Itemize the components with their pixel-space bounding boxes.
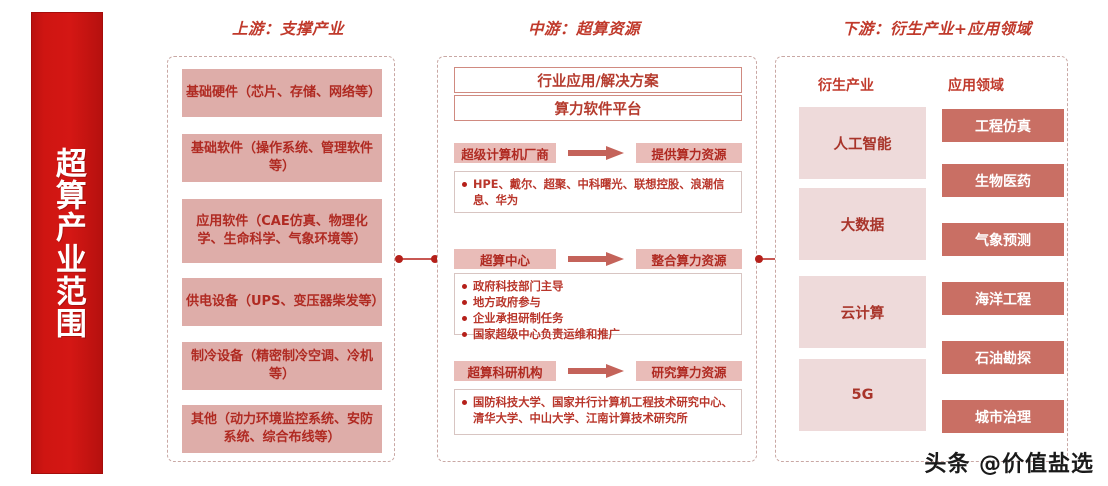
note-item: HPE、戴尔、超聚、中科曙光、联想控股、浪潮信息、华为 [462, 177, 734, 209]
subheader-application-fields: 应用领域 [948, 78, 1004, 94]
banner-title: 超算产业范围 [49, 147, 86, 339]
flow-notes-vendors: HPE、戴尔、超聚、中科曙光、联想控股、浪潮信息、华为 [454, 171, 742, 213]
stage-midstream: 行业应用/解决方案 算力软件平台 超级计算机厂商 提供算力资源 HPE、戴尔、超… [437, 56, 757, 462]
stage-downstream: 衍生产业 应用领域 人工智能 大数据 云计算 5G 工程仿真 生物医药 气象预测… [775, 56, 1068, 462]
upstream-item-cooling[interactable]: 制冷设备（精密制冷空调、冷机等） [182, 342, 382, 390]
upstream-item-basic-software[interactable]: 基础软件（操作系统、管理软件等） [182, 134, 382, 182]
header-downstream: 下游：衍生产业+应用领域 [842, 20, 1032, 38]
header-upstream: 上游：支撑产业 [232, 20, 345, 38]
application-item-urban-governance[interactable]: 城市治理 [942, 400, 1064, 433]
flow-source-research[interactable]: 超算科研机构 [454, 361, 556, 381]
midstream-box-industry-solution[interactable]: 行业应用/解决方案 [454, 67, 742, 93]
flow-target-centers[interactable]: 整合算力资源 [636, 249, 742, 269]
note-item: 企业承担研制任务 [462, 311, 734, 327]
flow-source-centers[interactable]: 超算中心 [454, 249, 556, 269]
subheader-derivative-industries: 衍生产业 [818, 78, 874, 94]
stage-upstream: 基础硬件（芯片、存储、网络等） 基础软件（操作系统、管理软件等） 应用软件（CA… [167, 56, 395, 462]
flow-source-vendors[interactable]: 超级计算机厂商 [454, 143, 556, 163]
arrow-right-icon [568, 252, 624, 266]
derivative-item-ai[interactable]: 人工智能 [799, 107, 926, 179]
flow-notes-research: 国防科技大学、国家并行计算机工程技术研究中心、清华大学、中山大学、江南计算技术研… [454, 389, 742, 435]
application-item-engineering-simulation[interactable]: 工程仿真 [942, 109, 1064, 142]
derivative-item-5g[interactable]: 5G [799, 359, 926, 431]
note-item: 政府科技部门主导 [462, 279, 734, 295]
arrow-right-icon [568, 364, 624, 378]
derivative-item-bigdata[interactable]: 大数据 [799, 188, 926, 260]
title-banner: 超算产业范围 [31, 12, 103, 474]
derivative-item-cloud[interactable]: 云计算 [799, 276, 926, 348]
application-item-marine-engineering[interactable]: 海洋工程 [942, 282, 1064, 315]
midstream-box-software-platform[interactable]: 算力软件平台 [454, 95, 742, 121]
upstream-item-app-software[interactable]: 应用软件（CAE仿真、物理化学、生命科学、气象环境等） [182, 199, 382, 263]
header-midstream: 中游：超算资源 [528, 20, 641, 38]
application-item-oil-exploration[interactable]: 石油勘探 [942, 341, 1064, 374]
note-item: 地方政府参与 [462, 295, 734, 311]
application-item-biomedicine[interactable]: 生物医药 [942, 164, 1064, 197]
flow-target-vendors[interactable]: 提供算力资源 [636, 143, 742, 163]
arrow-right-icon [568, 146, 624, 160]
upstream-item-other[interactable]: 其他（动力环境监控系统、安防系统、综合布线等） [182, 405, 382, 453]
connector-upstream-midstream [395, 255, 439, 263]
note-item: 国防科技大学、国家并行计算机工程技术研究中心、清华大学、中山大学、江南计算技术研… [462, 395, 734, 427]
flow-notes-centers: 政府科技部门主导 地方政府参与 企业承担研制任务 国家超级中心负责运维和推广 [454, 273, 742, 341]
upstream-item-hardware[interactable]: 基础硬件（芯片、存储、网络等） [182, 69, 382, 117]
flow-target-research[interactable]: 研究算力资源 [636, 361, 742, 381]
watermark: 头条 @价值盐选 [924, 452, 1094, 477]
upstream-item-power-equipment[interactable]: 供电设备（UPS、变压器柴发等） [182, 278, 384, 326]
application-item-weather-forecast[interactable]: 气象预测 [942, 223, 1064, 256]
note-item: 国家超级中心负责运维和推广 [462, 327, 734, 343]
